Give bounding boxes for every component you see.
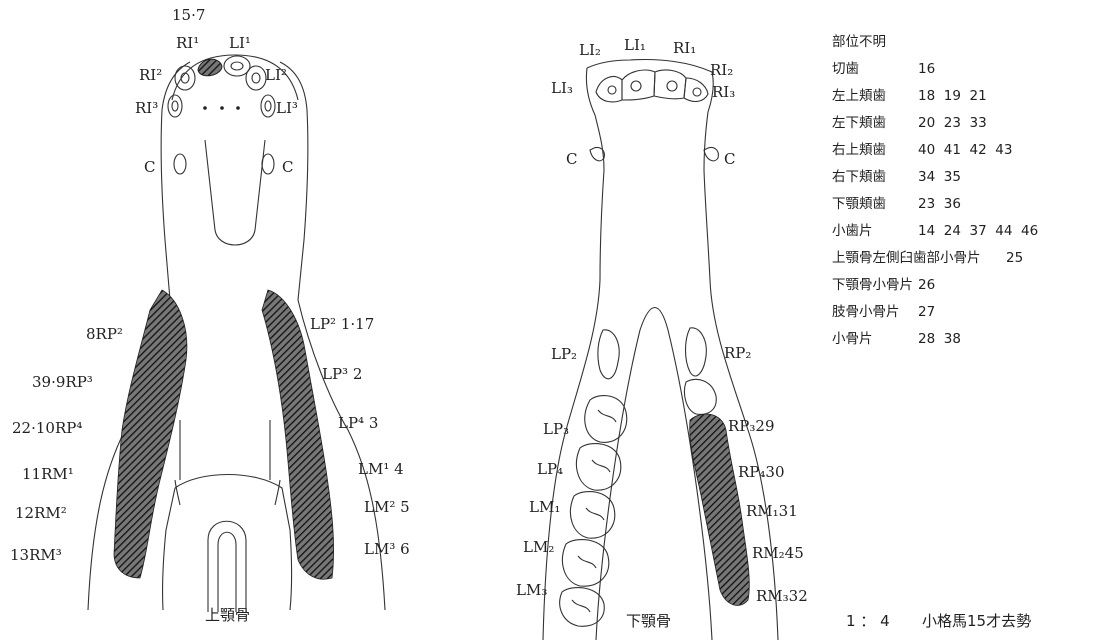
- legend-row-numbers: 20 23 33: [918, 115, 987, 131]
- legend-row-numbers: 34 35: [918, 169, 961, 185]
- legend-row-name: 肢骨小骨片: [832, 304, 900, 320]
- upper-canine-right: [262, 154, 274, 174]
- lower-jaw-caption: 下顎骨: [626, 612, 671, 630]
- legend-title: 部位不明: [832, 34, 886, 50]
- upper-jaw: [88, 55, 385, 612]
- legend-row-name: 右上頬歯: [832, 142, 886, 158]
- upper-top-note: 15·7: [172, 6, 205, 24]
- upper-label-ri2: RI²: [139, 66, 162, 84]
- upper-label-rp2: 8RP²: [86, 325, 123, 343]
- upper-label-ri1: RI¹: [176, 34, 199, 52]
- lower-label-lp3: LP₃: [543, 420, 569, 438]
- upper-label-rm2: 12RM²: [15, 504, 67, 522]
- lower-jaw-outline: [586, 60, 713, 116]
- legend-row-numbers: 26: [918, 277, 935, 293]
- upper-label-lp2: LP² 1·17: [310, 315, 374, 333]
- upper-label-li2: LI²: [265, 66, 287, 84]
- upper-label-rp3: 39·9RP³: [32, 373, 93, 391]
- upper-palate: [205, 140, 265, 245]
- lower-label-li3: LI₃: [551, 79, 573, 97]
- upper-jaw-caption: 上顎骨: [205, 606, 250, 624]
- legend-row-numbers: 27: [918, 304, 935, 320]
- upper-label-c-right: C: [282, 158, 293, 176]
- upper-canine-left: [174, 154, 186, 174]
- lower-label-li2: LI₂: [579, 41, 601, 59]
- upper-label-lp3: LP³ 2: [322, 365, 362, 383]
- lower-label-lm1: LM₁: [529, 498, 560, 516]
- lower-label-rp3: RP₃29: [728, 417, 775, 435]
- legend-row-name: 小歯片: [832, 223, 873, 239]
- specimen-note: 小格馬15才去勢: [922, 612, 1031, 630]
- lower-canine-right: [704, 147, 718, 160]
- lower-symphysis-notch: [596, 308, 712, 640]
- upper-left-cheek-teeth: [262, 290, 334, 579]
- legend-row-numbers: 25: [1006, 250, 1023, 266]
- legend-row-name: 左上頬歯: [832, 88, 886, 104]
- legend-row-numbers: 18 19 21: [918, 88, 987, 104]
- lower-canine-left: [590, 147, 604, 160]
- legend-row-numbers: 23 36: [918, 196, 961, 212]
- lower-label-rp4: RP₄30: [738, 463, 785, 481]
- lower-label-c-right: C: [724, 150, 735, 168]
- legend-row-name: 切歯: [832, 61, 859, 77]
- lower-jaw-labels: LI₂ LI₁ RI₁ RI₂ LI₃ RI₃ C C LP₂ LP₃ LP₄ …: [516, 36, 808, 630]
- legend-row-name: 右下頬歯: [832, 169, 886, 185]
- legend-row-name: 上顎骨左側臼歯部小骨片: [832, 250, 981, 266]
- legend-row-name: 小骨片: [832, 331, 873, 347]
- upper-choanae: [163, 475, 292, 611]
- upper-label-lp4: LP⁴ 3: [338, 414, 378, 432]
- legend-row-name: 左下頬歯: [832, 115, 886, 131]
- lower-label-ri2: RI₂: [710, 61, 733, 79]
- lower-label-rm1: RM₁31: [746, 502, 798, 520]
- lower-left-cheek-teeth: [560, 330, 627, 626]
- upper-label-c-left: C: [144, 158, 155, 176]
- legend-row-numbers: 14 24 37 44 46: [918, 223, 1038, 239]
- legend: 部位不明 切歯 16 左上頬歯 18 19 21 左下頬歯 20 23 33 右上頬歯 40 …: [832, 34, 1038, 347]
- lower-label-c-left: C: [566, 150, 577, 168]
- lower-label-lp2: LP₂: [551, 345, 577, 363]
- upper-label-lm2: LM² 5: [364, 498, 410, 516]
- lower-label-li1: LI₁: [624, 36, 646, 54]
- upper-label-rm3: 13RM³: [10, 546, 62, 564]
- lower-label-rm2: RM₂45: [752, 544, 804, 562]
- upper-label-lm3: LM³ 6: [364, 540, 410, 558]
- lower-label-ri3: RI₃: [712, 83, 735, 101]
- lower-label-lm3: LM₃: [516, 581, 547, 599]
- upper-label-ri3: RI³: [135, 99, 158, 117]
- legend-row-name: 下顎頬歯: [832, 196, 886, 212]
- lower-label-ri1: RI₁: [673, 39, 696, 57]
- upper-label-li1: LI¹: [229, 34, 251, 52]
- scale-note: 1 ： 4: [846, 612, 890, 630]
- lower-label-lm2: LM₂: [523, 538, 554, 556]
- legend-row-numbers: 40 41 42 43: [918, 142, 1012, 158]
- upper-label-rp4: 22·10RP⁴: [12, 419, 82, 437]
- lower-label-rp2: RP₂: [724, 344, 751, 362]
- legend-row-numbers: 16: [918, 61, 935, 77]
- legend-row-name: 下顎骨小骨片: [832, 277, 913, 293]
- upper-label-lm1: LM¹ 4: [358, 460, 404, 478]
- upper-label-rm1: 11RM¹: [22, 465, 74, 483]
- lower-label-rm3: RM₃32: [756, 587, 808, 605]
- upper-right-cheek-teeth: [114, 290, 187, 578]
- legend-row-numbers: 28 38: [918, 331, 961, 347]
- lower-label-lp4: LP₄: [537, 460, 563, 478]
- upper-label-li3: LI³: [276, 99, 298, 117]
